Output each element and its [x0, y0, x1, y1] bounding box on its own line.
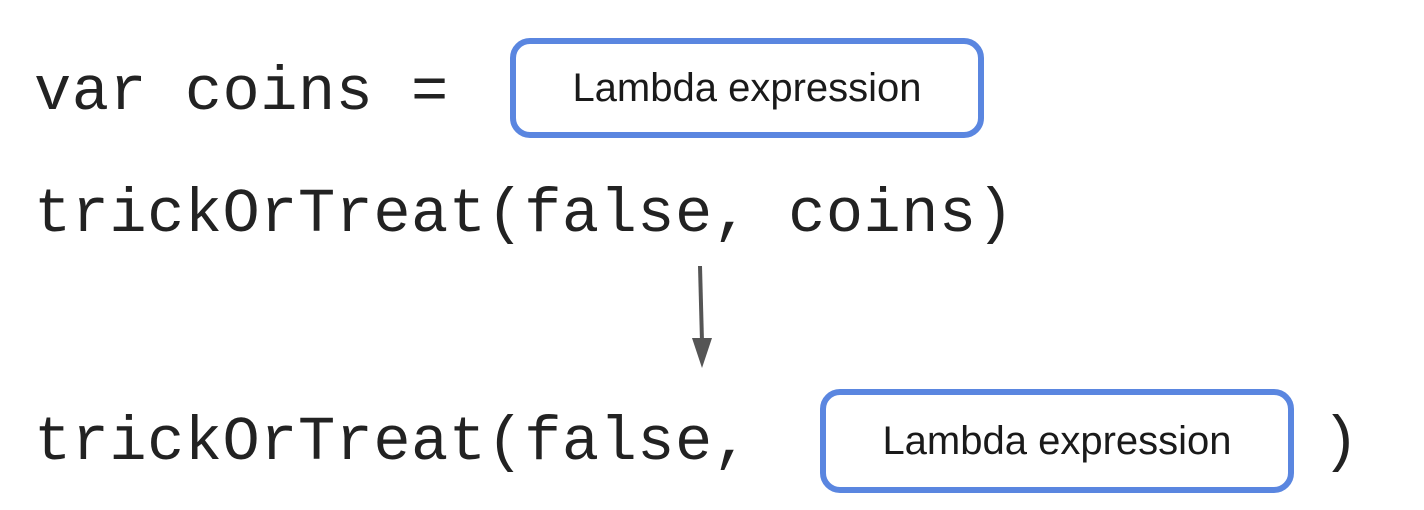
arrow-head — [692, 338, 712, 368]
code-line-var-coins: var coins = — [34, 57, 487, 128]
down-arrow-icon — [692, 265, 712, 368]
lambda-expression-box: Lambda expression — [820, 389, 1294, 493]
arrow-shaft — [698, 265, 704, 343]
code-line-trickortreat-lambda: trickOrTreat(false, — [34, 407, 789, 478]
closing-parenthesis: ) — [1322, 407, 1360, 478]
lambda-expression-box: Lambda expression — [510, 38, 984, 138]
code-line-trickortreat-coins: trickOrTreat(false, coins) — [34, 179, 1015, 250]
